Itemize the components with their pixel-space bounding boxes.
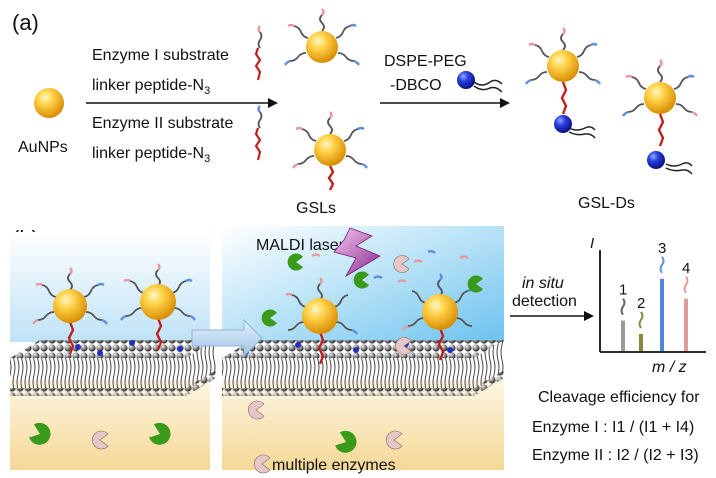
panel-a-label: (a) (12, 10, 39, 35)
lipid-bilayer-left (10, 340, 216, 396)
gsl-particle-top (284, 8, 360, 66)
spectrum-x-label: m / z (652, 359, 687, 376)
enzyme2-substrate-label: Enzyme II substrate (92, 115, 233, 132)
enzyme2-linker-label: linker peptide-N3 (92, 145, 210, 165)
detection-arrowhead (584, 311, 594, 321)
spectrum-fragment-icon-1 (620, 298, 626, 316)
peptide-icon-enzyme2 (254, 105, 263, 161)
enzyme1-formula: Enzyme I : I1 / (I1 + I4) (532, 419, 694, 436)
solution-enzymes (29, 400, 403, 474)
dbco-ball-icon (457, 71, 503, 93)
gsls-label: GSLs (296, 200, 336, 217)
transition-arrow (191, 318, 263, 358)
multiple-enzymes-label: multiple enzymes (272, 457, 396, 474)
reagent-line1: DSPE-PEG (384, 53, 467, 70)
detection-label: detection (512, 293, 577, 310)
maldi-laser-label: MALDI laser (256, 237, 345, 254)
released-fragments (261, 250, 483, 355)
spectrum-y-label: I (590, 235, 594, 252)
reagent-line2: -DBCO (390, 77, 442, 94)
mass-spectrum: I m / z 12 34 (590, 235, 706, 376)
enzyme1-substrate-label: Enzyme I substrate (92, 47, 229, 64)
gsl-d-particle-right (622, 59, 698, 175)
spectrum-fragment-icon-2 (638, 311, 644, 329)
reaction-arrowhead-1 (268, 98, 278, 108)
spectrum-fragment-icon-4 (683, 276, 689, 294)
left-scene-sky (10, 232, 210, 342)
anchored-particle-right-1 (285, 277, 358, 365)
cleavage-title: Cleavage efficiency for (538, 389, 700, 406)
anchored-particle-left-1 (32, 267, 108, 355)
gsl-d-particle-left (525, 27, 601, 139)
spectrum-peak-label-1: 1 (619, 282, 627, 299)
spectrum-peak-label-2: 2 (637, 295, 645, 312)
spectrum-fragment-icon-3 (659, 256, 665, 274)
spectrum-peak-label-4: 4 (682, 260, 690, 277)
spectrum-peak-1 (621, 320, 625, 351)
gsl-ds-label: GSL-Ds (578, 195, 635, 212)
spectrum-peak-label-3: 3 (658, 240, 666, 257)
aunp-sphere (34, 88, 64, 118)
lipid-bilayer-right (222, 340, 504, 396)
enzyme1-linker-label: linker peptide-N3 (92, 77, 210, 97)
spectrum-peak-4 (684, 298, 688, 351)
reaction-arrowhead-2 (500, 98, 510, 108)
in-situ-label: in situ (522, 275, 564, 292)
peptide-icon-enzyme1 (254, 25, 263, 81)
anchored-particle-left-2 (120, 263, 196, 351)
laser-bolt-icon (333, 227, 381, 278)
spectrum-peak-3 (660, 278, 664, 351)
enzyme2-formula: Enzyme II : I2 / (I2 + I3) (532, 447, 699, 464)
spectrum-peak-2 (639, 333, 643, 351)
gsl-particle-bottom (292, 111, 368, 191)
aunps-label: AuNPs (18, 139, 68, 156)
